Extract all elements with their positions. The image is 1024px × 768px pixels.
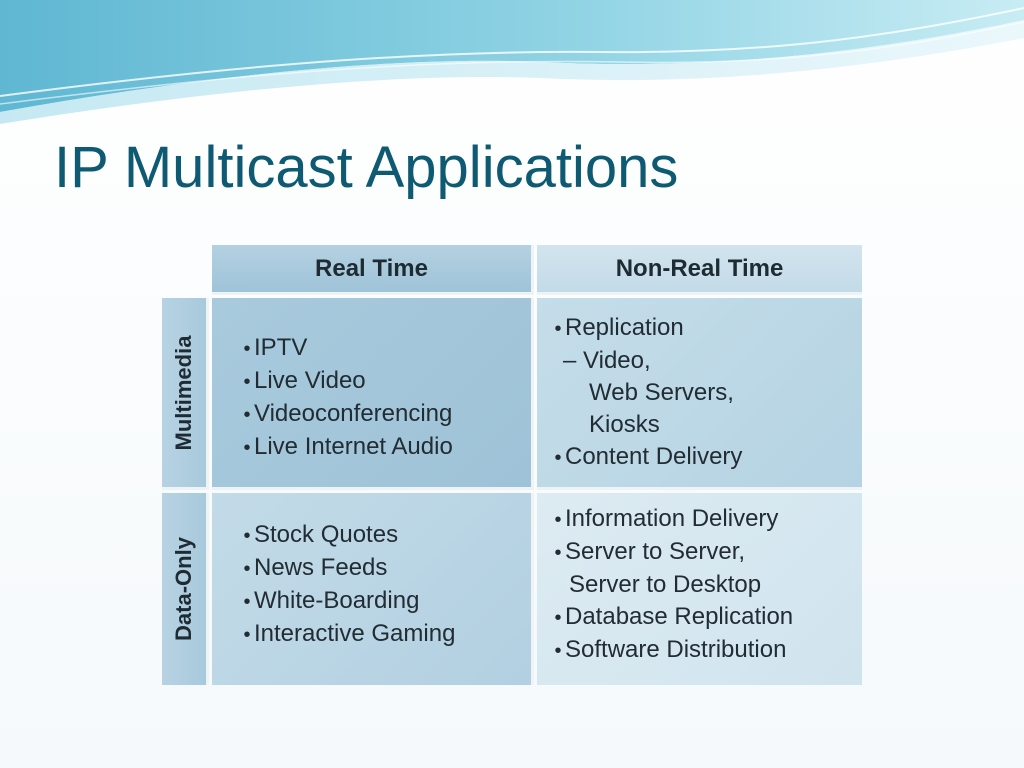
list-item: •Live Video [240, 365, 453, 398]
list-item: •Stock Quotes [240, 519, 455, 552]
bullet-icon: • [554, 318, 562, 340]
list-multimedia-non-real-time: •Replication – Video, Web Servers, Kiosk… [551, 312, 742, 474]
bullet-icon: • [243, 591, 251, 613]
dash-glyph: – [563, 347, 577, 374]
list-item: •Live Internet Audio [240, 431, 452, 464]
row-header-data-only-label: Data-Only [171, 537, 196, 641]
list-item: •IPTV [240, 332, 453, 365]
cell-multimedia-non-real-time: •Replication – Video, Web Servers, Kiosk… [537, 298, 862, 490]
bullet-icon: • [243, 624, 251, 646]
list-item: •Information Delivery [551, 503, 793, 536]
list-item: •Database Replication [551, 601, 793, 634]
bullet-icon: • [243, 338, 251, 360]
bullet-icon: • [554, 640, 562, 662]
multicast-applications-matrix: Real Time Non-Real Time Multimedia Data-… [162, 245, 862, 685]
sub-list-item: – Video, [563, 347, 651, 374]
list-item-continued: Server to Desktop [569, 571, 762, 598]
row-header-multimedia-label: Multimedia [171, 335, 196, 450]
list-data-only-real-time: •Stock Quotes •News Feeds •White-Boardin… [240, 519, 455, 651]
list-item: •Software Distribution [551, 634, 793, 667]
sub-list-item-continued: Web Servers, [589, 379, 734, 406]
cell-data-only-real-time: •Stock Quotes •News Feeds •White-Boardin… [212, 493, 534, 685]
cell-multimedia-real-time: •IPTV •Live Video •Videoconferencing •Li… [212, 298, 534, 490]
list-multimedia-real-time: •IPTV •Live Video •Videoconferencing •Li… [240, 332, 453, 464]
list-item: •Videoconferencing [240, 398, 453, 431]
sub-list-item-continued: Kiosks [589, 411, 660, 438]
bullet-icon: • [554, 509, 562, 531]
list-item: •Server to Server, [551, 536, 793, 569]
list-item: •News Feeds [240, 552, 455, 585]
row-header-multimedia: Multimedia [162, 298, 209, 490]
cell-data-only-non-real-time: •Information Delivery •Server to Server,… [537, 493, 862, 685]
list-item: •Content Delivery [551, 441, 742, 474]
bullet-icon: • [243, 525, 251, 547]
bullet-icon: • [554, 542, 562, 564]
row-header-data-only: Data-Only [162, 493, 209, 685]
bullet-icon: • [554, 607, 562, 629]
list-item: •White-Boarding [240, 585, 455, 618]
column-header-non-real-time: Non-Real Time [537, 245, 862, 295]
slide-title: IP Multicast Applications [54, 135, 679, 200]
bullet-icon: • [243, 437, 251, 459]
header-wave-decoration [0, 0, 1024, 124]
list-data-only-non-real-time: •Information Delivery •Server to Server,… [551, 503, 793, 667]
bullet-icon: • [243, 558, 251, 580]
bullet-icon: • [554, 447, 562, 469]
column-header-real-time: Real Time [212, 245, 534, 295]
bullet-icon: • [243, 371, 251, 393]
list-item: •Interactive Gaming [240, 618, 455, 651]
list-item: •Replication [551, 312, 742, 345]
bullet-icon: • [243, 404, 251, 426]
